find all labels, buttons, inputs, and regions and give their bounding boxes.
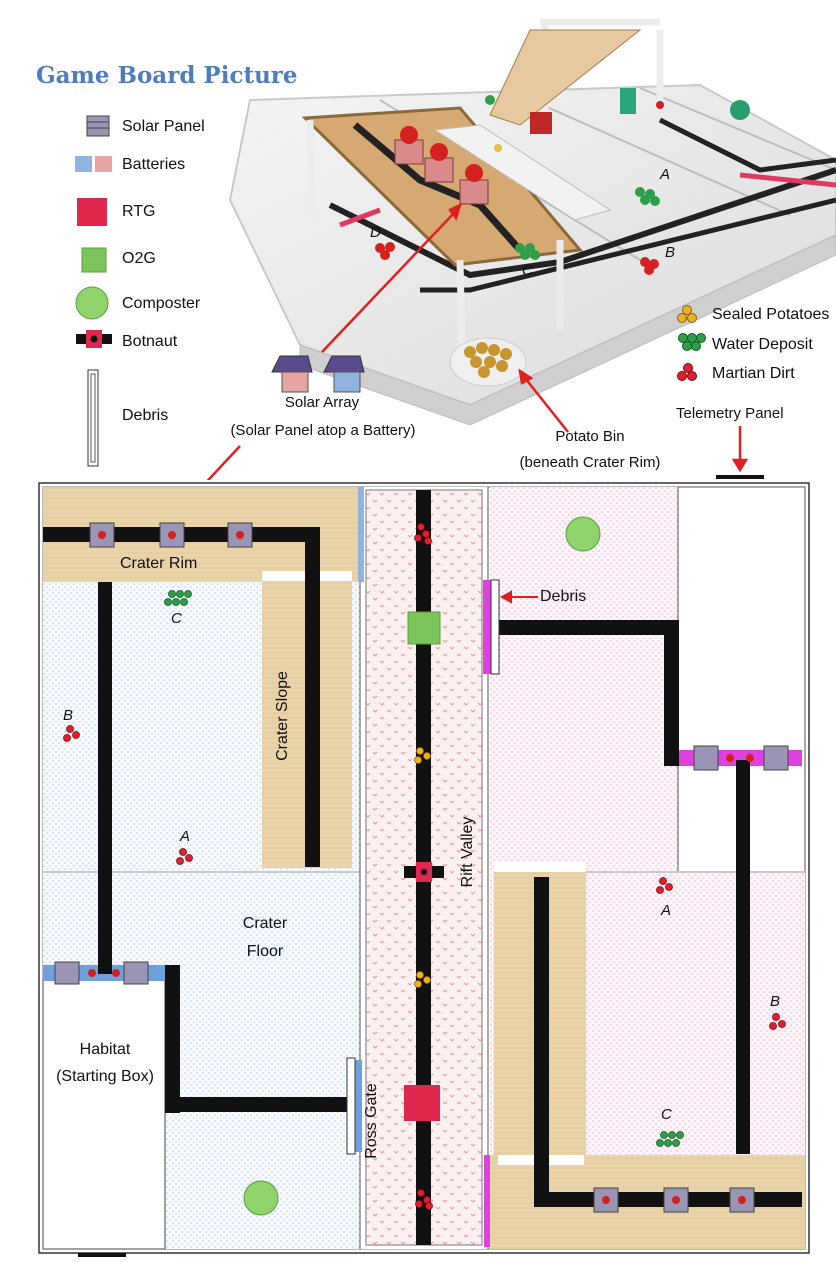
habitat-zone [43,978,165,1249]
right-marker-b: B [770,993,780,1010]
solar-array-title: Solar Array [252,394,392,411]
board-outer-frame [39,483,809,1253]
potato-bin-title: Potato Bin [520,428,660,445]
legend-batteries-label: Batteries [122,156,185,174]
legend-composter-label: Composter [122,295,200,313]
legend-rtg-label: RTG [122,203,155,221]
photo-composter [730,100,750,120]
water-deposit-icon [679,334,706,351]
tracks [43,490,802,1245]
legend-botnaut-label: Botnaut [122,333,177,351]
debris-icon [88,370,98,466]
martian-dirt-icon [678,364,697,381]
telemetry-panel-label: Telemetry Panel [676,405,784,422]
batteries-icon [75,156,112,172]
right-debris-gate [483,580,492,674]
board-botnaut [404,862,444,882]
potato-bin-desc: (beneath Crater Rim) [494,454,686,471]
botnaut-icon [76,330,112,348]
right-battery-strip [678,750,802,766]
legend-sealed-potatoes-label: Sealed Potatoes [712,306,829,324]
legend-solar-panel-label: Solar Panel [122,118,205,136]
right-rim-zone [490,1155,805,1249]
photo-marker-c: C [522,262,533,279]
board-rtg [404,1085,440,1121]
right-lower-zone [490,872,805,1157]
left-marker-a: A [180,828,190,845]
o2g-icon [82,248,106,272]
legend-o2g-label: O2G [122,250,156,268]
photo-marker-d: D [370,224,381,241]
habitat-label-2: (Starting Box) [45,1068,165,1086]
habitat-battery-strip [43,965,167,981]
legend-water-deposit-label: Water Deposit [712,336,813,354]
debris-callout-label: Debris [540,588,586,606]
photo-marker-a: A [660,166,670,183]
right-marker-a: A [661,902,671,919]
crater-slope-label: Crater Slope [274,666,292,766]
photo-marker-b: B [665,244,675,261]
solar-panel-icon [87,116,109,136]
rift-valley-label: Rift Valley [459,802,477,902]
crater-rim-label: Crater Rim [120,555,197,573]
sealed-potatoes-icon [678,306,697,323]
board-o2g [408,612,440,644]
board-solar-panels [55,523,788,1212]
solar-array-desc: (Solar Panel atop a Battery) [208,422,438,439]
resource-legend-icons [676,302,706,384]
telemetry-zone [678,487,805,872]
composter-icon [76,287,108,319]
board-composter-top [566,517,600,551]
rtg-icon [77,198,107,226]
left-marker-c: C [171,610,182,627]
habitat-label-1: Habitat [50,1041,160,1059]
telemetry-panel-marker [716,475,764,479]
legend-icons [70,108,120,468]
ross-gate-label: Ross Gate [363,1081,381,1161]
legend-martian-dirt-label: Martian Dirt [712,365,795,383]
photo-o2g [620,88,636,114]
left-marker-b: B [63,707,73,724]
right-marker-c: C [661,1106,672,1123]
crater-rim-zone [43,487,360,582]
right-upper-zone [490,487,678,872]
photo-botnaut [530,112,552,134]
right-slope-zone [494,872,586,1157]
page-title: Game Board Picture [36,62,298,89]
debris-callout-arrow [502,592,538,602]
board-composter-bottom [244,1181,278,1215]
crater-floor-label-2: Floor [215,943,315,961]
ross-gate [352,1060,362,1152]
crater-floor-label-1: Crater [215,915,315,933]
legend-debris-label: Debris [122,407,168,425]
